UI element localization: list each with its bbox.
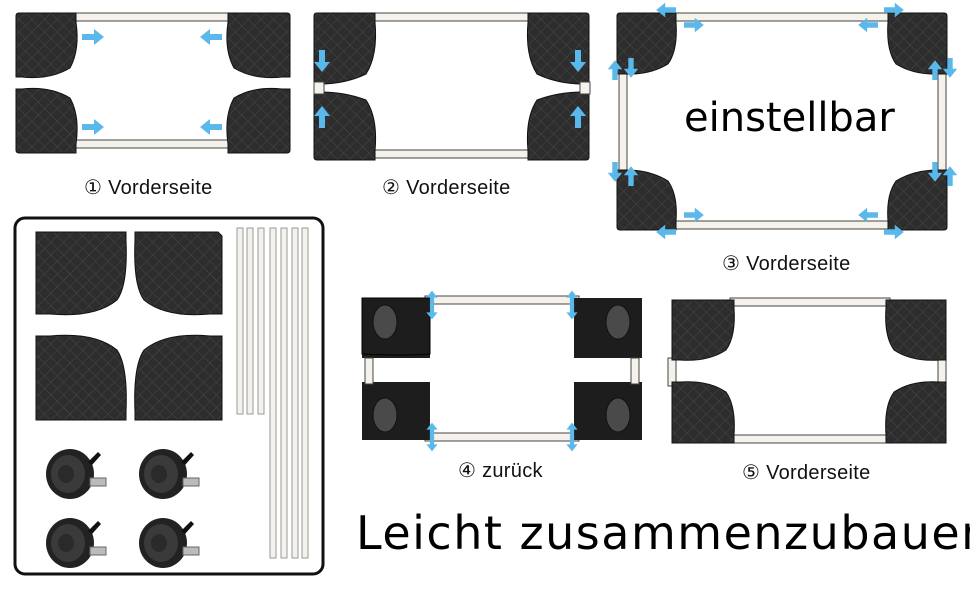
adjustable-label: einstellbar [684, 95, 895, 141]
caption-step5: ⑤ Vorderseite [742, 462, 871, 484]
rail-top [71, 12, 233, 22]
corner-piece [616, 12, 677, 75]
rail-top [371, 12, 533, 22]
corner-piece [885, 381, 947, 444]
caster-wheel-icon [605, 304, 631, 340]
arrow-icon [200, 119, 222, 135]
caption-step4: ④ zurück [458, 460, 543, 482]
corner-piece [313, 91, 377, 161]
corner-piece [35, 231, 127, 316]
arrow-icon [200, 29, 222, 45]
headline: Leicht zusammenzubauen [356, 506, 970, 560]
rail-bottom [671, 220, 893, 230]
step4-frame [361, 290, 642, 452]
corner-piece [15, 87, 78, 154]
caption-step1: ① Vorderseite [84, 177, 213, 199]
corner-piece [526, 91, 590, 161]
step1-frame [15, 12, 291, 154]
arrow-icon [82, 29, 104, 45]
rail-top [671, 12, 893, 22]
step5-frame [667, 297, 947, 444]
arrow-icon [858, 207, 878, 223]
caster-wheel-icon [45, 517, 107, 569]
corner-piece [885, 299, 947, 361]
caster-wheel-icon [372, 397, 398, 433]
rail-bundle [236, 227, 309, 559]
caption-step3: ③ Vorderseite [722, 253, 851, 275]
step3-frame [607, 2, 958, 240]
caster-wheel-icon [45, 448, 107, 500]
corner-piece [134, 334, 223, 421]
rail-left [618, 71, 628, 173]
corner-piece [226, 12, 291, 79]
corner-piece [616, 169, 677, 231]
corner-piece [15, 12, 78, 79]
caster-wheel-icon [372, 304, 398, 340]
rail-bottom [371, 149, 533, 159]
parts-box [13, 216, 325, 576]
corner-piece [226, 87, 291, 154]
corner-piece [35, 334, 127, 421]
caster-wheel-icon [138, 517, 200, 569]
corner-piece [671, 299, 735, 361]
rail-right [937, 71, 947, 173]
caption-step2: ② Vorderseite [382, 177, 511, 199]
corner-piece [887, 12, 948, 75]
arrow-icon [684, 207, 704, 223]
rail-bottom [71, 139, 233, 149]
corner-piece [671, 381, 735, 444]
caster-wheel-icon [138, 448, 200, 500]
corner-piece [526, 12, 590, 85]
corner-piece [887, 169, 948, 231]
step2-frame [313, 12, 591, 161]
caster-wheel-icon [605, 397, 631, 433]
arrow-icon [82, 119, 104, 135]
corner-piece [313, 12, 377, 85]
corner-piece [134, 231, 223, 316]
